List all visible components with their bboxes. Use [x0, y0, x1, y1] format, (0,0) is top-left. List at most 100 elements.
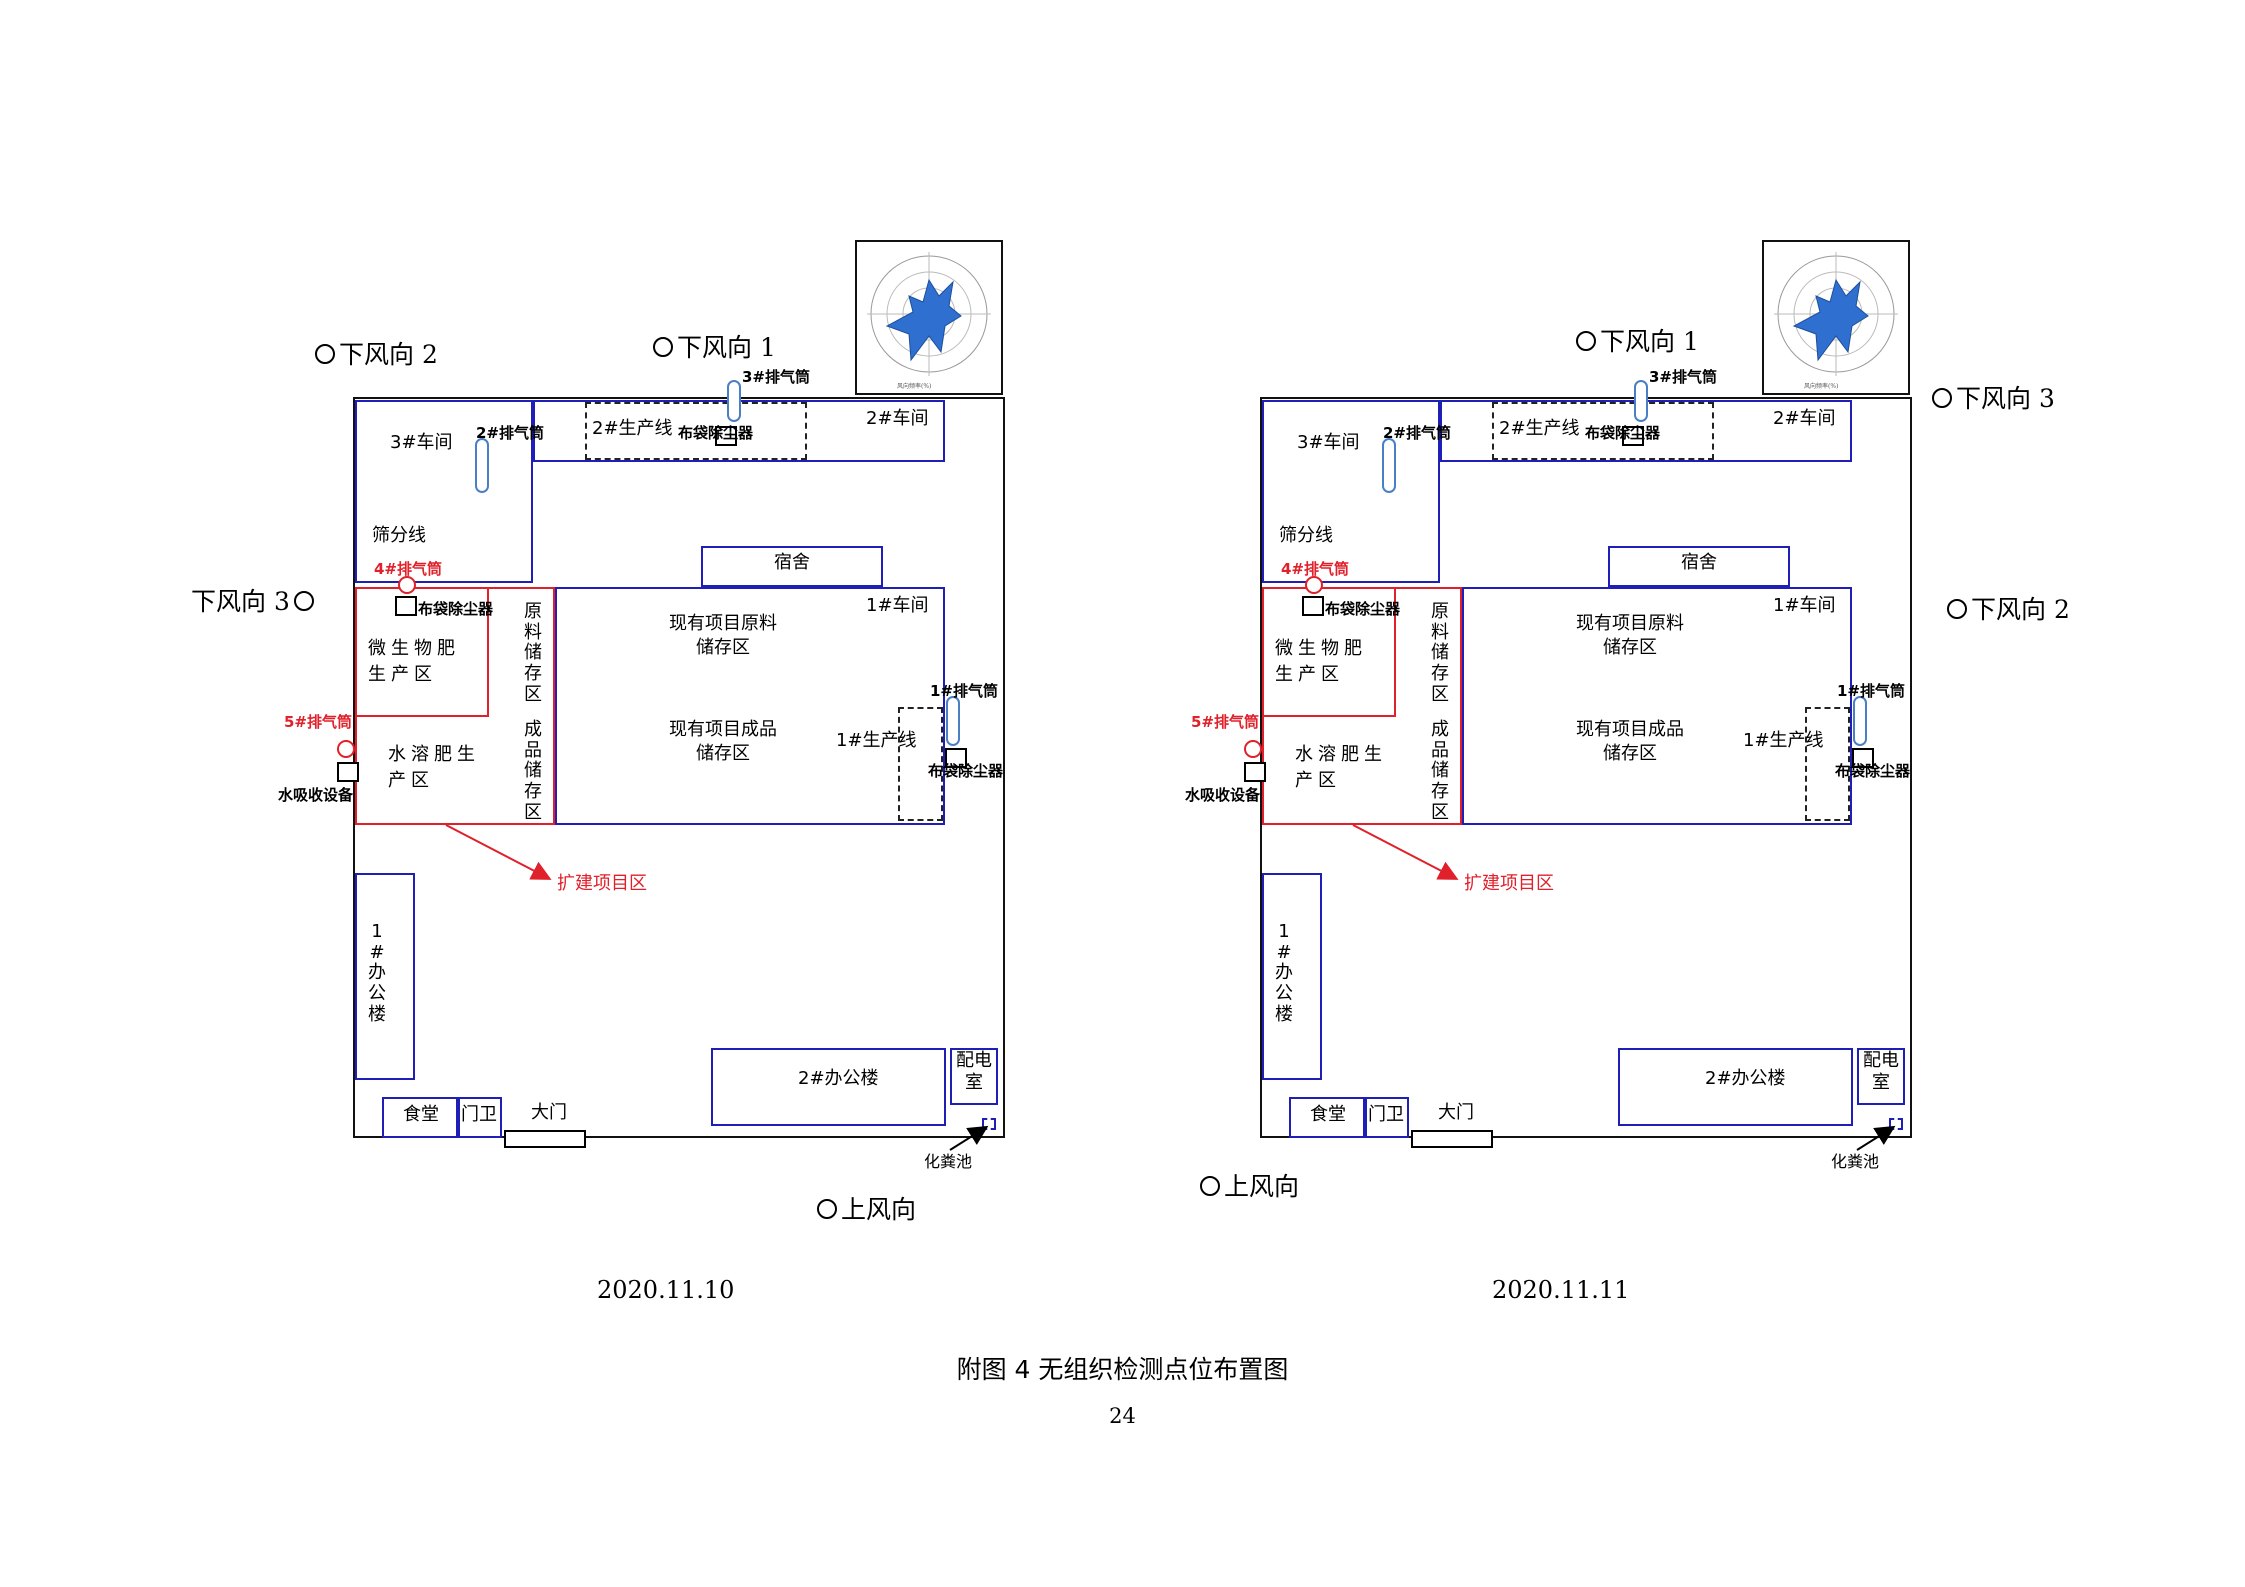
office-2-block [1618, 1048, 1853, 1126]
power-room-block [950, 1048, 998, 1105]
expansion-area-label: 扩建项目区 [557, 873, 647, 894]
power-room-label: 配电室 [956, 1050, 992, 1093]
downwind-1-point: 下风向 1 [649, 328, 776, 364]
water-absorber-label: 水吸收设备 [278, 786, 354, 804]
power-room-block [1857, 1048, 1905, 1105]
septic-tank-icon [982, 1118, 996, 1130]
existing-raw-storage-label: 现有项目原料储存区 [669, 613, 777, 659]
office-1-label: 1#办公楼 [368, 921, 386, 1025]
wind-rose-icon: 风向频率(%) [1762, 240, 1910, 395]
page-number: 24 [1109, 1404, 1136, 1428]
workshop-1-block [555, 587, 945, 825]
water-absorber-label: 水吸收设备 [1185, 786, 1261, 804]
guard-label: 门卫 [1368, 1104, 1404, 1125]
guard-block [458, 1097, 502, 1138]
septic-arrow [949, 1125, 989, 1151]
septic-arrow [1856, 1125, 1896, 1151]
downwind-3-point: 下风向 3 [1928, 379, 2055, 415]
dormitory-block [701, 546, 883, 587]
office-1-block [355, 873, 415, 1080]
monitoring-point-circle-icon [1200, 1176, 1220, 1196]
gate-icon [504, 1130, 586, 1148]
product-storage-label: 成品储存区 [524, 719, 542, 823]
micro-fertilizer-label: 微生物肥生产区 [1275, 638, 1367, 686]
expansion-arrow [1352, 824, 1459, 880]
downwind-3-point: 下风向 3 [191, 582, 318, 618]
upwind-point: 上风向 [813, 1190, 916, 1226]
raw-storage-label: 原料储存区 [524, 601, 542, 705]
stack-5-label: 5#排气筒 [284, 713, 353, 731]
gate-label: 大门 [531, 1102, 567, 1123]
monitoring-point-circle-icon [315, 344, 335, 364]
bag-filter-icon [715, 426, 737, 446]
canteen-block [382, 1097, 458, 1138]
line-2-label: 2#生产线 [592, 418, 673, 439]
monitoring-point-circle-icon [1576, 331, 1596, 351]
line-2-label: 2#生产线 [1499, 418, 1580, 439]
existing-product-storage-label: 现有项目成品储存区 [1576, 719, 1684, 765]
workshop-1-label: 1#车间 [1773, 595, 1836, 616]
svg-text:风向频率(%): 风向频率(%) [1804, 382, 1838, 390]
bag-filter-icon [395, 596, 417, 616]
exhaust-stack-4-icon [1305, 576, 1323, 594]
existing-product-storage-label: 现有项目成品储存区 [669, 719, 777, 765]
date-label-left: 2020.11.10 [597, 1276, 735, 1304]
canteen-label: 食堂 [1310, 1104, 1346, 1125]
workshop-1-label: 1#车间 [866, 595, 929, 616]
stack-5-label: 5#排气筒 [1191, 713, 1260, 731]
bag-filter-icon [945, 748, 967, 768]
workshop-2-label: 2#车间 [1773, 408, 1836, 429]
stack-2-label: 2#排气筒 [1383, 424, 1452, 442]
figure-caption: 附图 4 无组织检测点位布置图 [956, 1355, 1289, 1384]
screening-line-label: 筛分线 [1279, 525, 1333, 546]
water-fertilizer-label: 水溶肥生产区 [388, 744, 480, 792]
dormitory-label: 宿舍 [774, 552, 810, 573]
monitoring-point-circle-icon [1932, 388, 1952, 408]
exhaust-stack-1-icon [1853, 696, 1867, 746]
stack-3-label: 3#排气筒 [742, 368, 811, 386]
workshop-3-label: 3#车间 [390, 432, 453, 453]
gate-icon [1411, 1130, 1493, 1148]
raw-storage-label: 原料储存区 [1431, 601, 1449, 705]
office-1-block [1262, 873, 1322, 1080]
office-2-block [711, 1048, 946, 1126]
stack-3-label: 3#排气筒 [1649, 368, 1718, 386]
expansion-arrow [445, 824, 552, 880]
guard-label: 门卫 [461, 1104, 497, 1125]
line-1-area [1805, 707, 1850, 821]
wind-rose-icon: 风向频率(%) [855, 240, 1003, 395]
workshop-3-block [1262, 400, 1440, 583]
exhaust-stack-2-icon [475, 438, 489, 493]
bag-filter-icon [1622, 426, 1644, 446]
date-label-right: 2020.11.11 [1492, 1276, 1630, 1304]
downwind-2-point: 下风向 2 [1943, 590, 2070, 626]
water-absorber-icon [337, 762, 359, 782]
septic-tank-icon [1889, 1118, 1903, 1130]
line-1-label: 1#生产线 [1743, 730, 1824, 751]
exhaust-stack-4-icon [398, 576, 416, 594]
monitoring-point-circle-icon [817, 1199, 837, 1219]
dormitory-block [1608, 546, 1790, 587]
dormitory-label: 宿舍 [1681, 552, 1717, 573]
exhaust-stack-1-icon [946, 696, 960, 746]
stack-4-label: 4#排气筒 [374, 560, 443, 578]
bag-filter-2-label: 布袋除尘器 [678, 424, 754, 442]
stack-2-label: 2#排气筒 [476, 424, 545, 442]
line-2-area [585, 402, 807, 460]
plan-2020-11-11: 风向频率(%) 3#车间 筛分线 2#生产线 2#车间 宿舍 微生物肥生产区 水… [907, 0, 2007, 1587]
micro-fertilizer-zone [1262, 587, 1396, 717]
monitoring-point-circle-icon [653, 337, 673, 357]
bag-filter-4-label: 布袋除尘器 [1325, 600, 1401, 618]
power-room-label: 配电室 [1863, 1050, 1899, 1093]
gate-label: 大门 [1438, 1102, 1474, 1123]
canteen-label: 食堂 [403, 1104, 439, 1125]
monitoring-point-circle-icon [293, 591, 314, 611]
office-2-label: 2#办公楼 [1705, 1068, 1786, 1089]
workshop-2-label: 2#车间 [866, 408, 929, 429]
bag-filter-1-label: 布袋除尘器 [928, 762, 1004, 780]
existing-raw-storage-label: 现有项目原料储存区 [1576, 613, 1684, 659]
downwind-2-point: 下风向 2 [311, 335, 438, 371]
exhaust-stack-3-icon [727, 380, 741, 422]
office-2-label: 2#办公楼 [798, 1068, 879, 1089]
